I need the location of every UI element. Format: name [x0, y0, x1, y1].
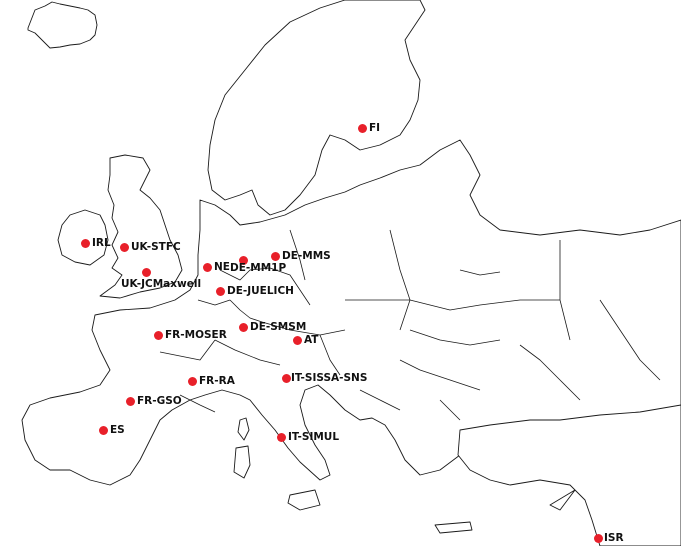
- site-label[interactable]: IT-SISSA-SNS: [291, 372, 368, 384]
- site-marker-icon[interactable]: [281, 373, 291, 383]
- site-marker-icon[interactable]: [357, 123, 367, 133]
- site-label[interactable]: ES: [110, 424, 125, 436]
- site-label[interactable]: UK-JCMaxwell: [121, 278, 202, 290]
- site-marker-icon[interactable]: [202, 262, 212, 272]
- site-label[interactable]: FR-MOSER: [165, 329, 227, 341]
- anatomia-outline: [457, 404, 681, 546]
- site-label[interactable]: ISR: [604, 532, 624, 544]
- site-marker-icon[interactable]: [238, 255, 248, 265]
- site-label[interactable]: DE-MMS: [282, 250, 331, 262]
- iceland-outline: [27, 1, 98, 49]
- site-marker-icon[interactable]: [80, 238, 90, 248]
- site-label[interactable]: AT: [304, 334, 319, 346]
- sardinia-outline: [233, 445, 251, 479]
- site-label[interactable]: DE-JUELICH: [227, 285, 294, 297]
- site-marker-icon[interactable]: [141, 267, 151, 277]
- site-marker-icon[interactable]: [215, 286, 225, 296]
- site-label[interactable]: IRL: [92, 237, 111, 249]
- site-label[interactable]: NE: [214, 261, 230, 273]
- country-borders: [159, 229, 661, 421]
- site-marker-icon[interactable]: [119, 242, 129, 252]
- cyprus-outline: [549, 489, 576, 511]
- site-marker-icon[interactable]: [125, 396, 135, 406]
- site-marker-icon[interactable]: [292, 335, 302, 345]
- sicily-outline: [287, 489, 321, 511]
- site-marker-icon[interactable]: [270, 251, 280, 261]
- ireland-outline: [57, 209, 109, 266]
- site-label[interactable]: FR-GSO: [137, 395, 182, 407]
- site-marker-icon[interactable]: [98, 425, 108, 435]
- great-britain-outline: [99, 154, 183, 299]
- corsica-outline: [237, 417, 250, 441]
- site-label[interactable]: IT-SIMUL: [288, 431, 340, 443]
- site-marker-icon[interactable]: [276, 432, 286, 442]
- site-marker-icon[interactable]: [187, 376, 197, 386]
- site-marker-icon[interactable]: [238, 322, 248, 332]
- site-label[interactable]: FI: [369, 122, 381, 134]
- site-label[interactable]: DE-SMSM: [250, 321, 307, 333]
- scandinavia-outline: [207, 0, 426, 216]
- site-marker-icon[interactable]: [153, 330, 163, 340]
- crete-outline: [434, 521, 473, 534]
- site-label[interactable]: FR-RA: [199, 375, 235, 387]
- site-label[interactable]: UK-STFC: [131, 241, 181, 253]
- site-marker-icon[interactable]: [593, 533, 603, 543]
- site-label[interactable]: DE-MM1P: [230, 262, 287, 274]
